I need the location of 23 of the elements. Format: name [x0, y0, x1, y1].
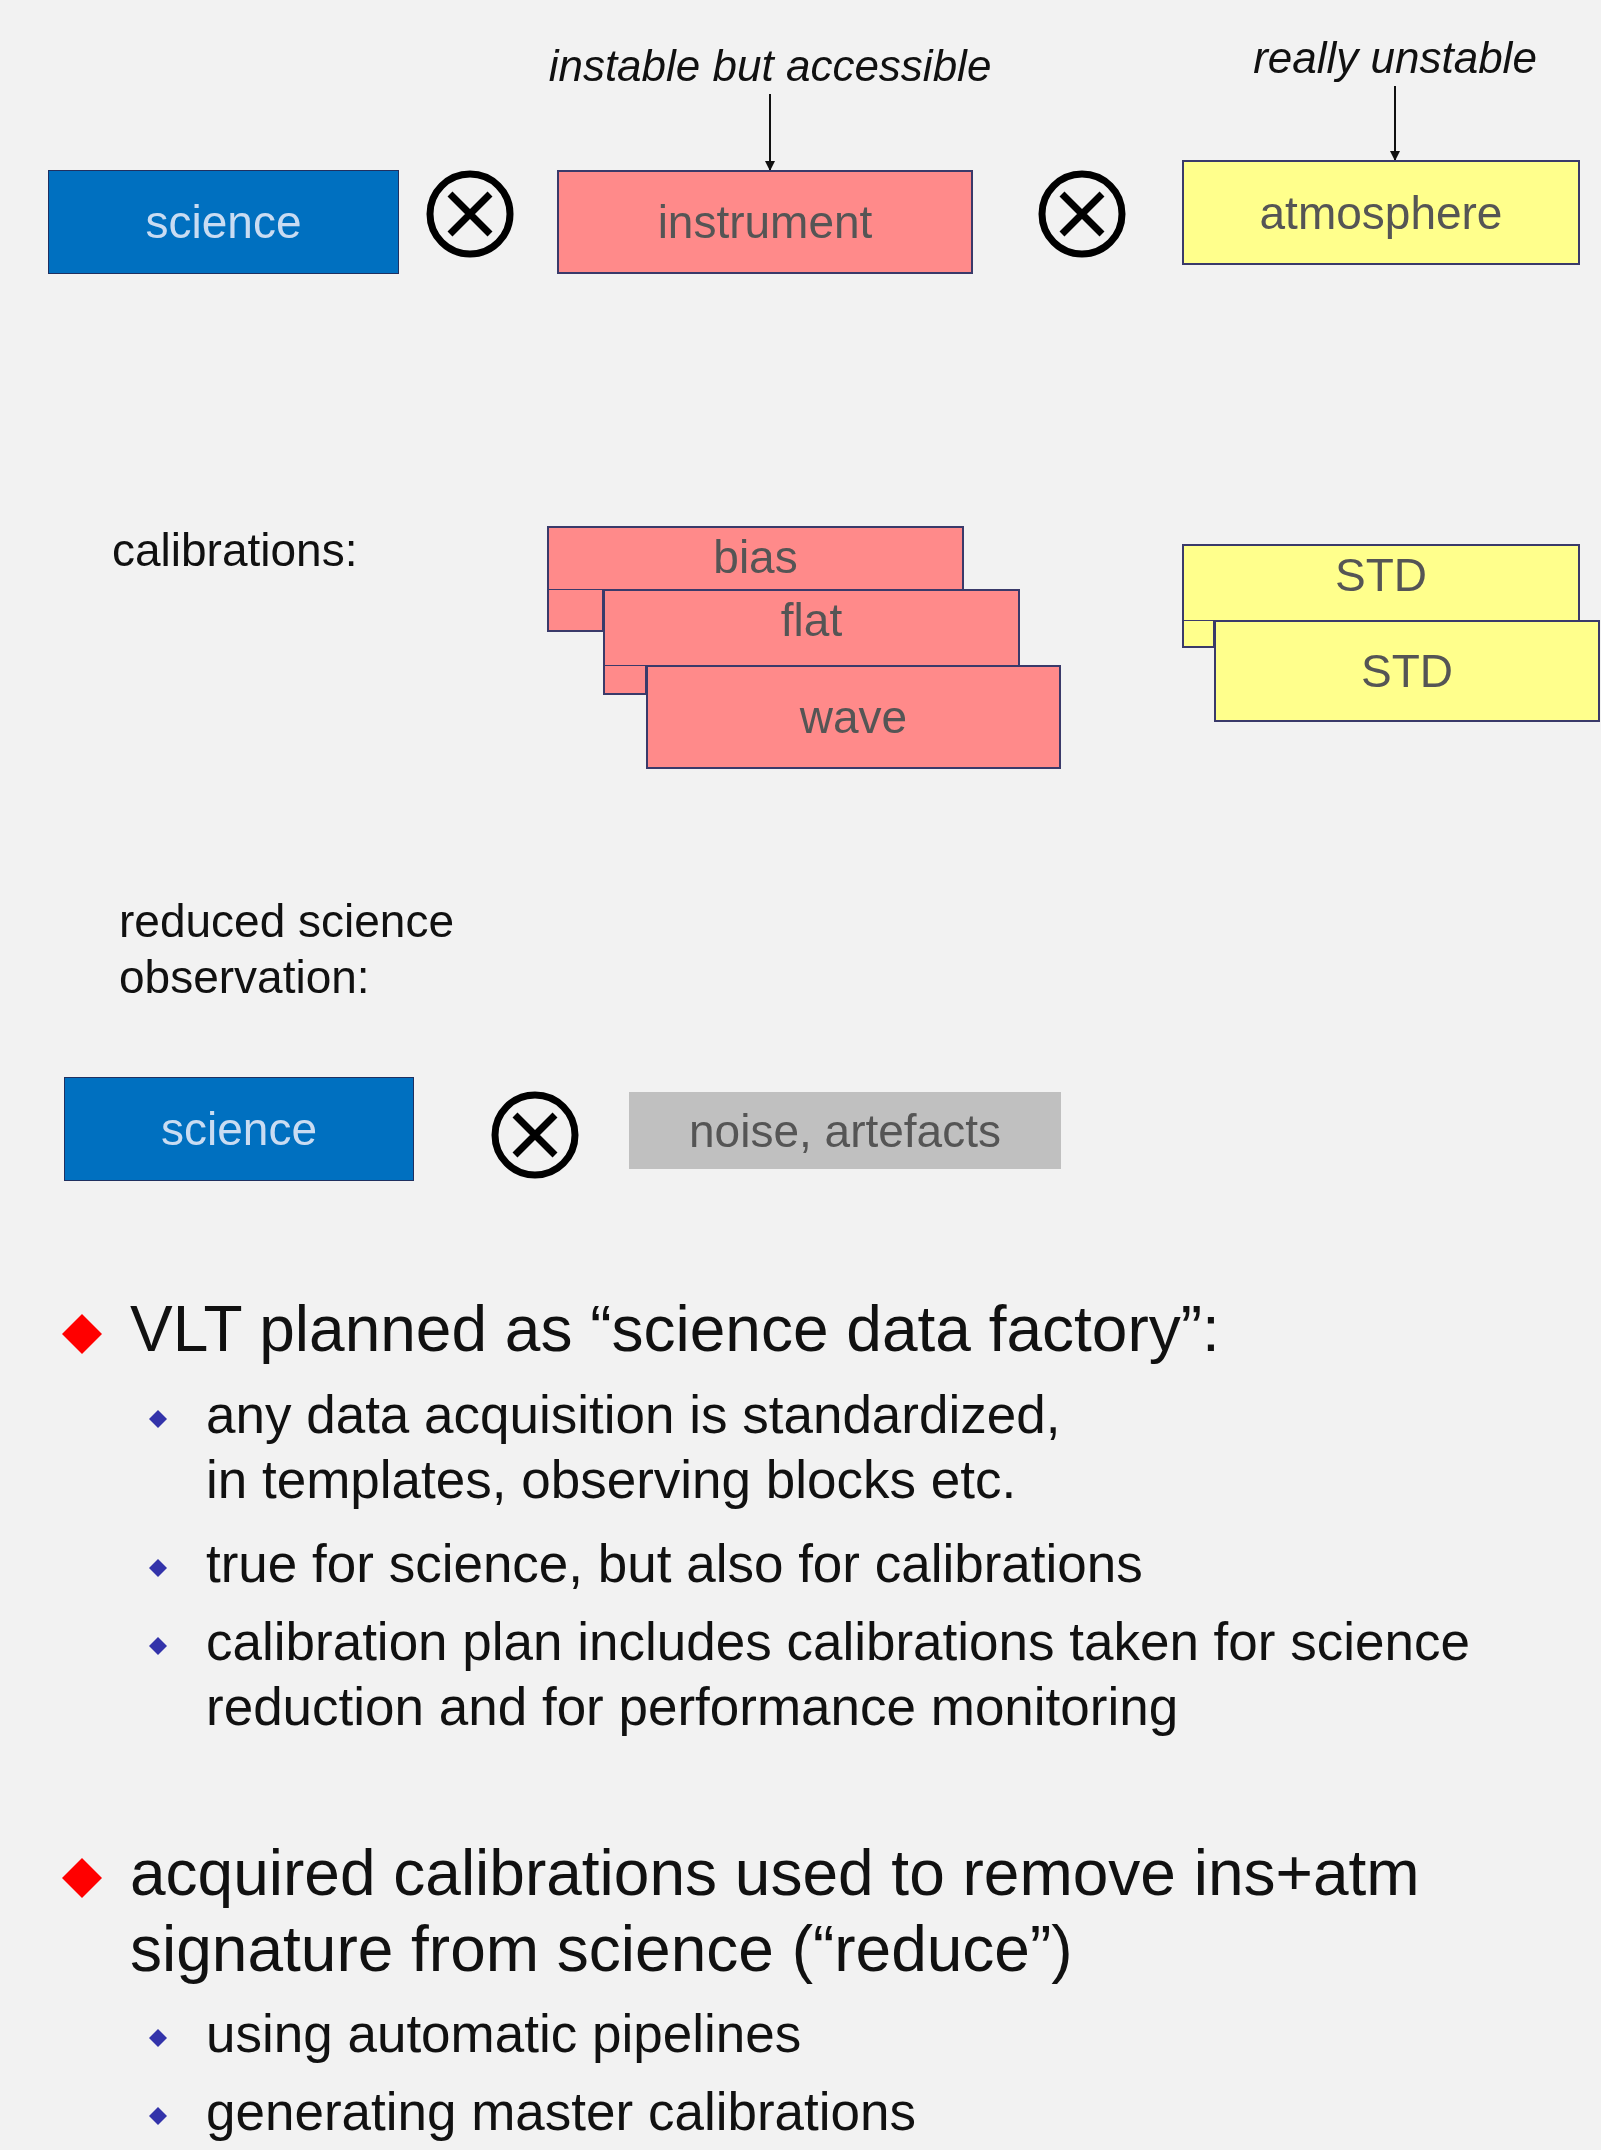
process-box: wave — [646, 665, 1061, 769]
process-box: bias — [547, 526, 964, 589]
bullet-text: acquired calibrations used to remove ins+atm signature from science (“reduce”) — [130, 1836, 1421, 1987]
process-box: STD — [1214, 620, 1600, 722]
process-box: noise, artefacts — [629, 1092, 1061, 1169]
bullet-text: generating master calibrations — [206, 2081, 917, 2143]
process-box: STD — [1182, 544, 1580, 620]
bullet-text: true for science, but also for calibrations — [206, 1533, 1144, 1595]
bullet-text: any data acquisition is standardized, in templates, observing blocks etc. — [206, 1384, 1062, 1511]
bullet-text: using automatic pipelines — [206, 2003, 803, 2065]
arrow — [765, 93, 775, 171]
annotation-text: really unstable — [1210, 30, 1580, 86]
science-box: science — [64, 1077, 414, 1181]
process-box: instrument — [557, 170, 973, 274]
arrow — [1390, 85, 1400, 161]
section-label: reduced science observation: — [119, 894, 455, 1006]
science-box: science — [48, 170, 399, 274]
bullet-text: calibration plan includes calibrations taken for science reduction and for performance monitoring — [206, 1611, 1471, 1738]
process-box: flat — [603, 589, 1020, 665]
bullet-text: VLT planned as “science data factory”: — [130, 1292, 1221, 1367]
section-label: calibrations: — [112, 523, 359, 578]
annotation-text: instable but accessible — [520, 38, 1020, 94]
process-box: atmosphere — [1182, 160, 1580, 265]
